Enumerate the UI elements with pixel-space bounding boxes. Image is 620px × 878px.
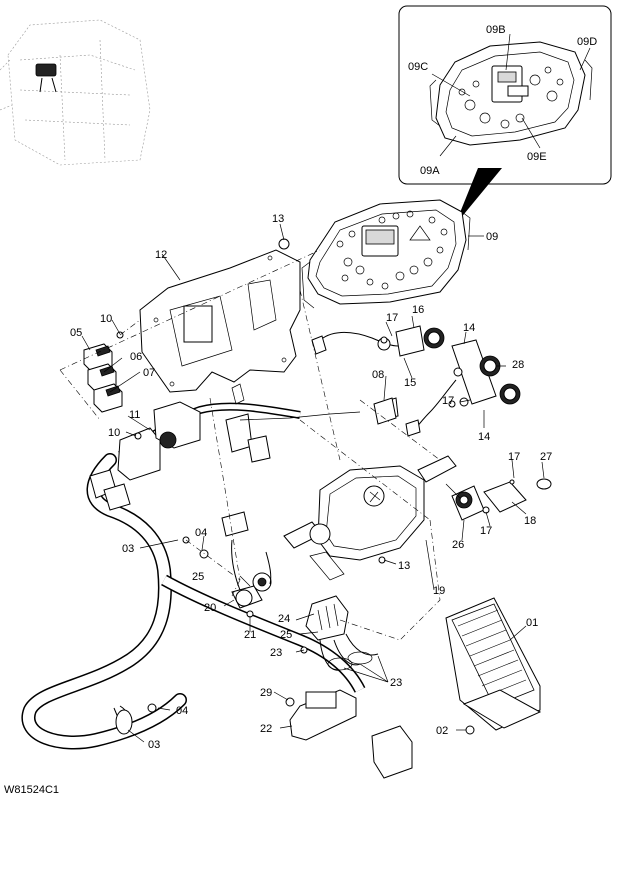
callout-17-lower: 17 bbox=[480, 525, 492, 537]
callout-15: 15 bbox=[404, 377, 416, 389]
callout-03-lower: 03 bbox=[148, 739, 160, 751]
callout-19: 19 bbox=[433, 585, 445, 597]
drawing-code: W81524C1 bbox=[4, 784, 59, 796]
callout-10-lower: 10 bbox=[108, 427, 120, 439]
inset-label-09A: 09A bbox=[420, 165, 440, 177]
callout-18: 18 bbox=[524, 515, 536, 527]
callout-05: 05 bbox=[70, 327, 82, 339]
callout-14-upper: 14 bbox=[463, 322, 475, 334]
support-bracket bbox=[289, 689, 413, 779]
callout-25-left: 25 bbox=[192, 571, 204, 583]
callout-20: 20 bbox=[204, 602, 216, 614]
callout-14-lower: 14 bbox=[478, 431, 490, 443]
mounting-bracket-plate bbox=[139, 249, 301, 393]
callout-17-right: 17 bbox=[508, 451, 520, 463]
callout-26: 26 bbox=[452, 539, 464, 551]
steering-column-switch bbox=[283, 455, 457, 581]
leader-lines bbox=[81, 223, 545, 743]
callout-09: 09 bbox=[486, 231, 498, 243]
inset-label-09E: 09E bbox=[527, 151, 547, 163]
connector-bundle bbox=[305, 595, 379, 671]
main-wiring-harness bbox=[21, 383, 366, 750]
callout-01: 01 bbox=[526, 617, 538, 629]
callout-07: 07 bbox=[143, 367, 155, 379]
inset-label-09B: 09B bbox=[486, 24, 506, 36]
callout-12: 12 bbox=[155, 249, 167, 261]
relay-set bbox=[83, 343, 123, 413]
inset-label-09C: 09C bbox=[408, 61, 428, 73]
callout-16: 16 bbox=[412, 304, 424, 316]
callout-02: 02 bbox=[436, 725, 448, 737]
callout-28: 28 bbox=[512, 359, 524, 371]
inset-pointer-arrow bbox=[455, 168, 502, 225]
machine-overview-thumbnail bbox=[0, 19, 151, 166]
callout-03-upper: 03 bbox=[122, 543, 134, 555]
callout-11: 11 bbox=[129, 409, 140, 421]
key-switch bbox=[221, 511, 272, 609]
callout-08: 08 bbox=[372, 369, 384, 381]
callout-24: 24 bbox=[278, 613, 290, 625]
accessory-switches bbox=[373, 397, 552, 521]
callout-17-mid: 17 bbox=[442, 395, 454, 407]
instrument-cluster bbox=[301, 199, 471, 309]
callout-21: 21 bbox=[244, 629, 256, 641]
accelerator-pedal bbox=[445, 597, 542, 731]
inset-label-09D: 09D bbox=[577, 36, 597, 48]
callout-23-left: 23 bbox=[270, 647, 282, 659]
callout-17-upper: 17 bbox=[386, 312, 398, 324]
callout-06: 06 bbox=[130, 351, 142, 363]
callout-13-lower: 13 bbox=[398, 560, 410, 572]
callout-27: 27 bbox=[540, 451, 552, 463]
callout-22: 22 bbox=[260, 723, 272, 735]
inset-detail-panel bbox=[398, 5, 612, 185]
callout-13: 13 bbox=[272, 213, 284, 225]
alignment-lines bbox=[59, 249, 441, 641]
callout-23-right: 23 bbox=[390, 677, 402, 689]
callout-10: 10 bbox=[100, 313, 112, 325]
callout-04-lower: 04 bbox=[176, 705, 188, 717]
callout-29: 29 bbox=[260, 687, 272, 699]
callout-04-upper: 04 bbox=[195, 527, 207, 539]
callout-25-mid: 25 bbox=[280, 629, 292, 641]
